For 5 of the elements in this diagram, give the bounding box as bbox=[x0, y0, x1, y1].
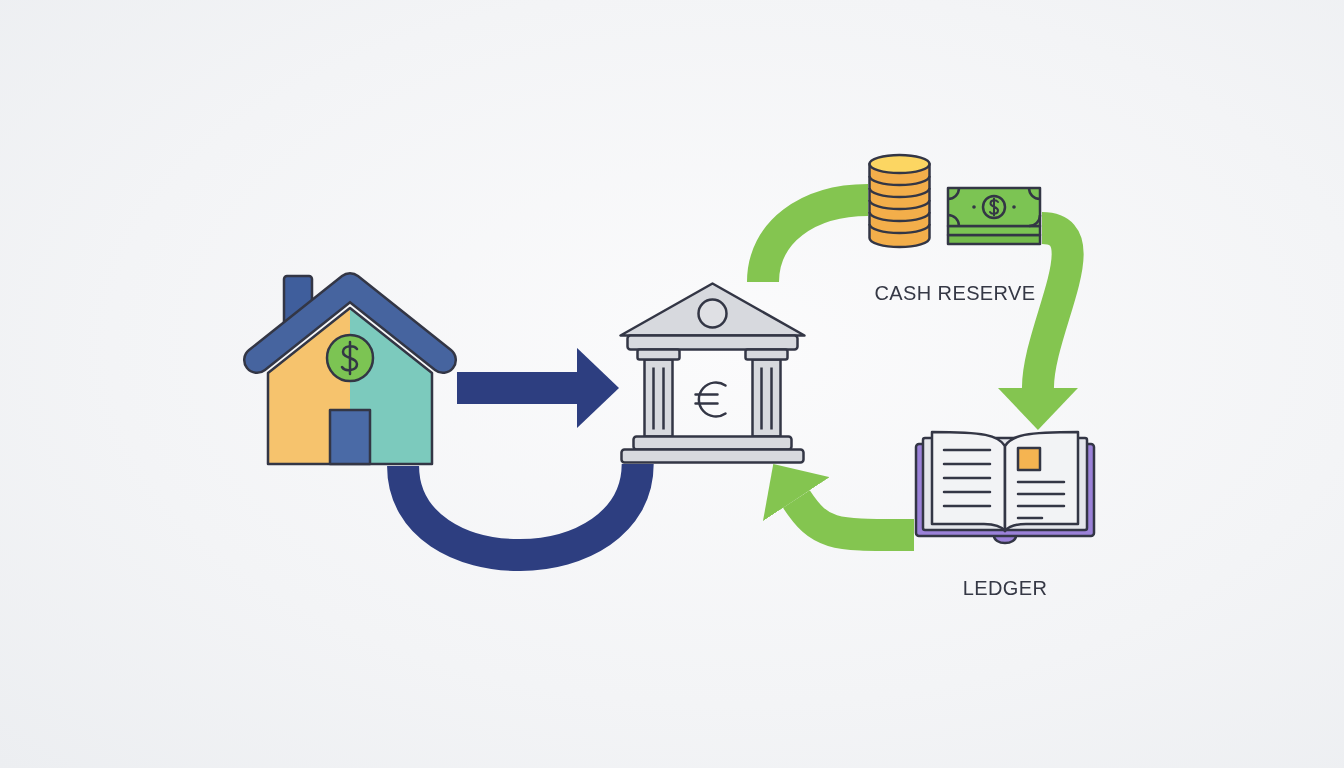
arrow bbox=[998, 212, 1084, 430]
connector-line bbox=[387, 461, 654, 571]
node-label: LEDGER bbox=[962, 576, 1048, 600]
node-label: CASH RESERVE bbox=[874, 281, 1036, 305]
arrow bbox=[457, 347, 619, 428]
